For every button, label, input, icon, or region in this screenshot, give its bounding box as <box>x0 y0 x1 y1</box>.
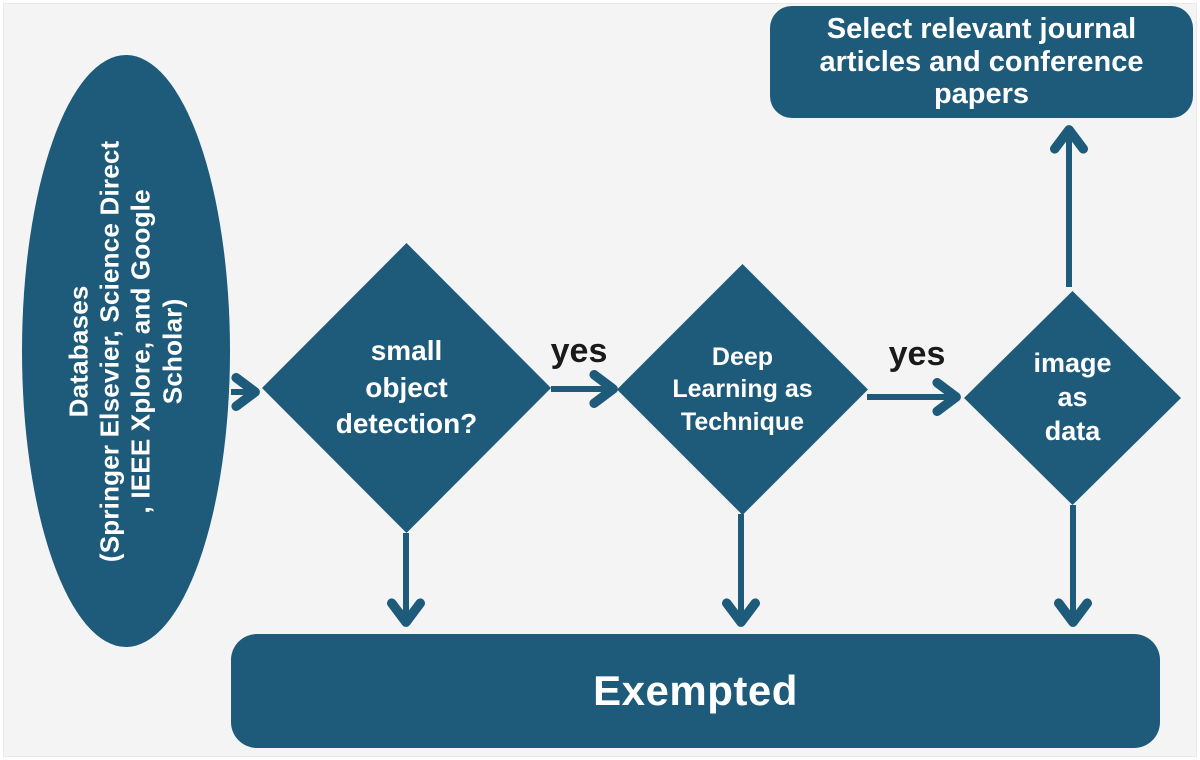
decision-image-as-data: image as data <box>964 291 1181 505</box>
databases-ellipse: Databases (Springer Elsevier, Science Di… <box>22 55 230 647</box>
databases-label: Databases (Springer Elsevier, Science Di… <box>63 140 188 562</box>
exempted-box: Exempted <box>231 634 1160 748</box>
exempted-label: Exempted <box>593 667 798 714</box>
decision-deep-learning-label: Deep Learning as Technique <box>672 342 813 436</box>
select-relevant-papers-box: Select relevant journal articles and con… <box>770 6 1193 118</box>
edge-label-yes-first: yes <box>550 332 608 370</box>
decision-deep-learning-technique: Deep Learning as Technique <box>617 264 868 515</box>
edge-label-yes-second: yes <box>888 335 946 373</box>
select-relevant-papers-label: Select relevant journal articles and con… <box>819 13 1144 111</box>
decision-small-object-label: small object detection? <box>335 335 478 440</box>
decision-small-object-detection: small object detection? <box>262 243 551 533</box>
decision-image-as-data-label: image as data <box>1033 348 1112 446</box>
